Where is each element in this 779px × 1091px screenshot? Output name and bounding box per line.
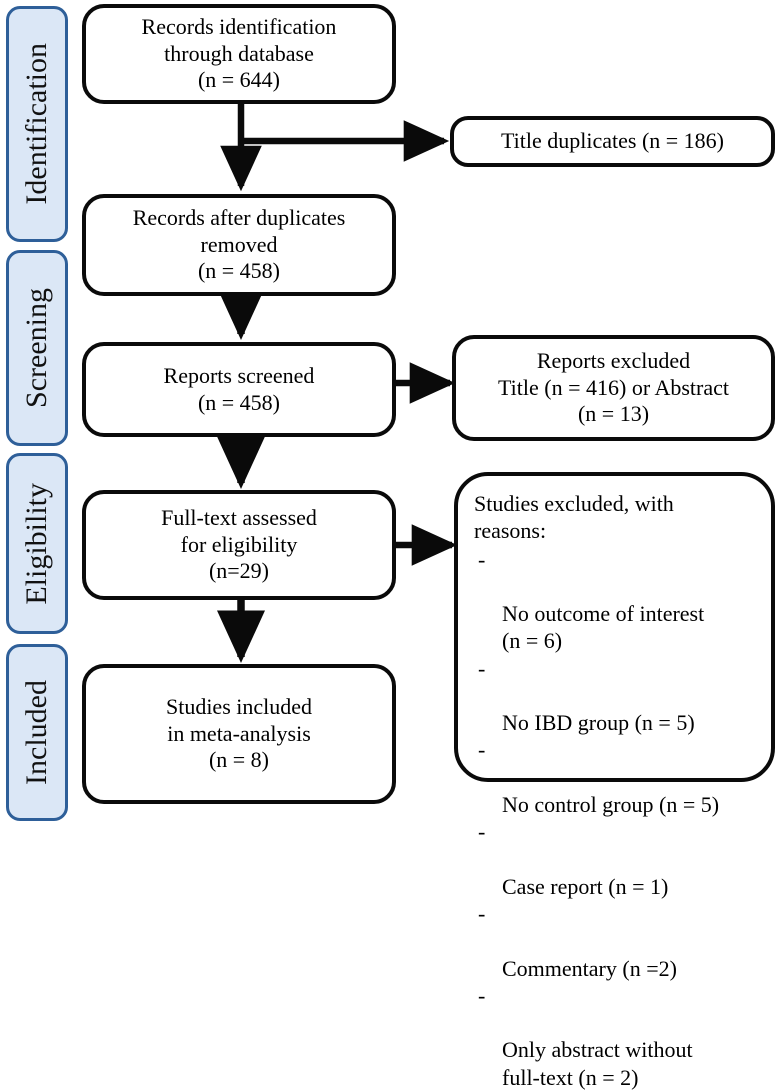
node-records-identified: Records identification through database …	[82, 4, 396, 104]
node-reports-screened-text: Reports screened (n = 458)	[163, 362, 315, 415]
node-studies-excluded: Studies excluded, with reasons: - No out…	[454, 472, 775, 1090]
list-item: - Commentary (n =2)	[474, 900, 759, 982]
reason-text: No outcome of interest (n = 6)	[502, 601, 705, 654]
stage-label-eligibility: Eligibility	[20, 482, 53, 605]
list-item: - Case report (n = 1)	[474, 818, 759, 900]
stage-identification: Identification	[6, 6, 68, 242]
node-fulltext-assessed: Full-text assessed for eligibility (n=29…	[82, 490, 396, 600]
stage-label-included: Included	[20, 680, 53, 785]
reason-text: Commentary (n =2)	[502, 955, 677, 981]
node-title-duplicates-text: Title duplicates (n = 186)	[500, 128, 725, 154]
list-item: - Only abstract without full-text (n = 2…	[474, 982, 759, 1091]
node-studies-included-text: Studies included in meta-analysis (n = 8…	[165, 693, 313, 773]
reason-text: No control group (n = 5)	[502, 791, 720, 817]
node-title-duplicates: Title duplicates (n = 186)	[450, 116, 775, 167]
node-reports-excluded-text: Reports excluded Title (n = 416) or Abst…	[498, 347, 729, 427]
stage-eligibility: Eligibility	[6, 453, 68, 634]
node-fulltext-assessed-text: Full-text assessed for eligibility (n=29…	[161, 504, 317, 584]
bullet-marker: -	[478, 900, 486, 926]
node-reports-screened: Reports screened (n = 458)	[82, 342, 396, 437]
node-records-identified-text: Records identification through database …	[141, 13, 337, 93]
stage-label-screening: Screening	[20, 288, 53, 408]
reason-text: No IBD group (n = 5)	[502, 710, 695, 736]
stage-included: Included	[6, 644, 68, 821]
studies-excluded-heading: Studies excluded, with reasons:	[474, 491, 674, 544]
reason-text: Only abstract without full-text (n = 2)	[502, 1037, 693, 1090]
bullet-marker: -	[478, 655, 486, 681]
node-studies-included: Studies included in meta-analysis (n = 8…	[82, 664, 396, 804]
node-reports-excluded: Reports excluded Title (n = 416) or Abst…	[452, 335, 775, 441]
list-item: - No control group (n = 5)	[474, 736, 759, 818]
reason-text: Case report (n = 1)	[502, 873, 669, 899]
bullet-marker: -	[478, 546, 486, 572]
list-item: - No outcome of interest (n = 6)	[474, 546, 759, 655]
prisma-flow-diagram: Identification Screening Eligibility Inc…	[6, 4, 775, 1090]
stage-screening: Screening	[6, 250, 68, 446]
bullet-marker: -	[478, 819, 486, 845]
bullet-marker: -	[478, 737, 486, 763]
node-records-after-duplicates-text: Records after duplicates removed (n = 45…	[132, 204, 346, 284]
studies-excluded-reason-list: - No outcome of interest (n = 6) - No IB…	[474, 546, 759, 1091]
list-item: - No IBD group (n = 5)	[474, 655, 759, 737]
stage-label-identification: Identification	[20, 43, 53, 205]
node-records-after-duplicates: Records after duplicates removed (n = 45…	[82, 194, 396, 296]
bullet-marker: -	[478, 982, 486, 1008]
